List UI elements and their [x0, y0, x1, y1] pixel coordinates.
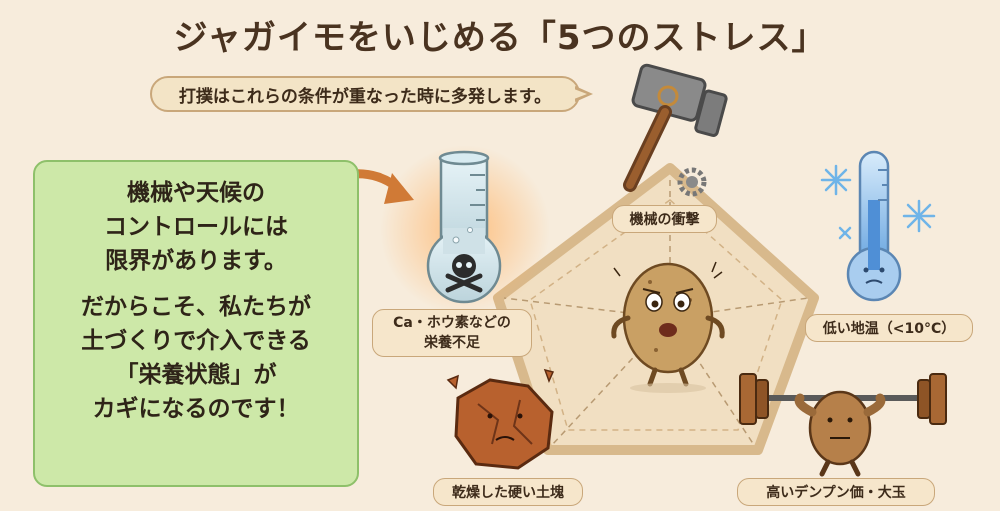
box-line: カギになるのです！: [92, 396, 300, 422]
box-line: 限界があります。: [105, 248, 287, 274]
explanation-box: 機械や天候の コントロールには 限界があります。 だからこそ、私たちが 土づくり…: [33, 160, 359, 487]
label-nutrient-line2: 栄養不足: [424, 335, 480, 351]
box-line: 「栄養状態」が: [115, 362, 277, 388]
box-line: だからこそ、私たちが: [81, 294, 311, 320]
label-nutrient-line1: Ca・ホウ素などの: [393, 315, 511, 331]
callout-tail-inner: [574, 89, 587, 99]
snowflake-icon: [820, 164, 936, 240]
barbell-icon: [739, 373, 947, 477]
box-line: 機械や天候の: [127, 180, 265, 206]
skull-icon: [445, 254, 483, 293]
label-nutrient-deficiency: Ca・ホウ素などの 栄養不足: [372, 309, 532, 357]
label-low-soil-temp: 低い地温（<10°C）: [805, 314, 973, 342]
label-machine-impact: 機械の衝撃: [612, 205, 717, 233]
potato-icon: [611, 261, 725, 393]
box-line: コントロールには: [104, 214, 288, 240]
thermometer-icon: [846, 150, 902, 302]
page-title: ジャガイモをいじめる「5つのストレス」: [173, 18, 827, 58]
hammer-icon: [623, 63, 728, 192]
callout-bubble: 打撲はこれらの条件が重なった時に多発します。: [150, 76, 580, 112]
box-line: 土づくりで介入できる: [81, 328, 311, 354]
label-high-starch: 高いデンプン価・大玉: [737, 478, 935, 506]
clod-icon: [446, 368, 555, 470]
label-dry-clod: 乾燥した硬い土塊: [433, 478, 583, 506]
gear-icon: [677, 167, 707, 197]
